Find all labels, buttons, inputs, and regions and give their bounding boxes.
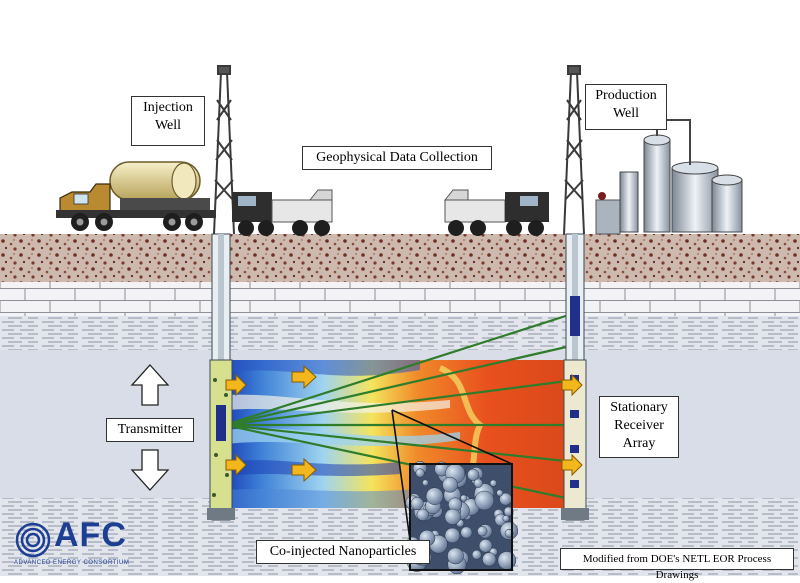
seismic-raypaths xyxy=(224,311,576,502)
refinery-tanks-icon xyxy=(595,119,743,235)
down-arrow-icon xyxy=(130,449,170,491)
upper-shale-layer xyxy=(0,316,800,350)
credit-label: Modified from DOE's NETL EOR Process Dra… xyxy=(560,548,794,581)
zoom-callout-lines xyxy=(391,409,513,541)
production-well-casing xyxy=(561,233,589,521)
micrograph-frame xyxy=(409,463,513,571)
soil-layer xyxy=(0,234,800,282)
tanker-truck-icon xyxy=(56,161,216,231)
geophysical-data-label: Geophysical Data Collection xyxy=(302,146,492,170)
tomography-image xyxy=(225,360,575,508)
afc-logo-text: AFC xyxy=(54,516,127,554)
afc-logo-subtitle: ADVANCED ENERGY CONSORTIUM xyxy=(14,560,130,566)
injection-derrick-icon xyxy=(213,65,235,235)
transmitter-label: Transmitter xyxy=(106,418,194,442)
production-well-label: Production Well xyxy=(585,84,667,130)
up-arrow-icon xyxy=(130,364,170,406)
caprock-layer xyxy=(0,282,800,316)
nanoparticles-label: Co-injected Nanoparticles xyxy=(256,540,430,564)
injection-well-label: Injection Well xyxy=(131,96,205,146)
recording-truck-left-icon xyxy=(232,189,333,236)
recording-truck-right-icon xyxy=(443,189,549,236)
injection-well-casing xyxy=(207,233,235,521)
receiver-array-label: Stationary Receiver Array xyxy=(599,396,679,458)
injection-flow-arrows xyxy=(225,364,583,483)
production-derrick-icon xyxy=(563,65,585,235)
afc-logo-mark xyxy=(15,522,51,558)
